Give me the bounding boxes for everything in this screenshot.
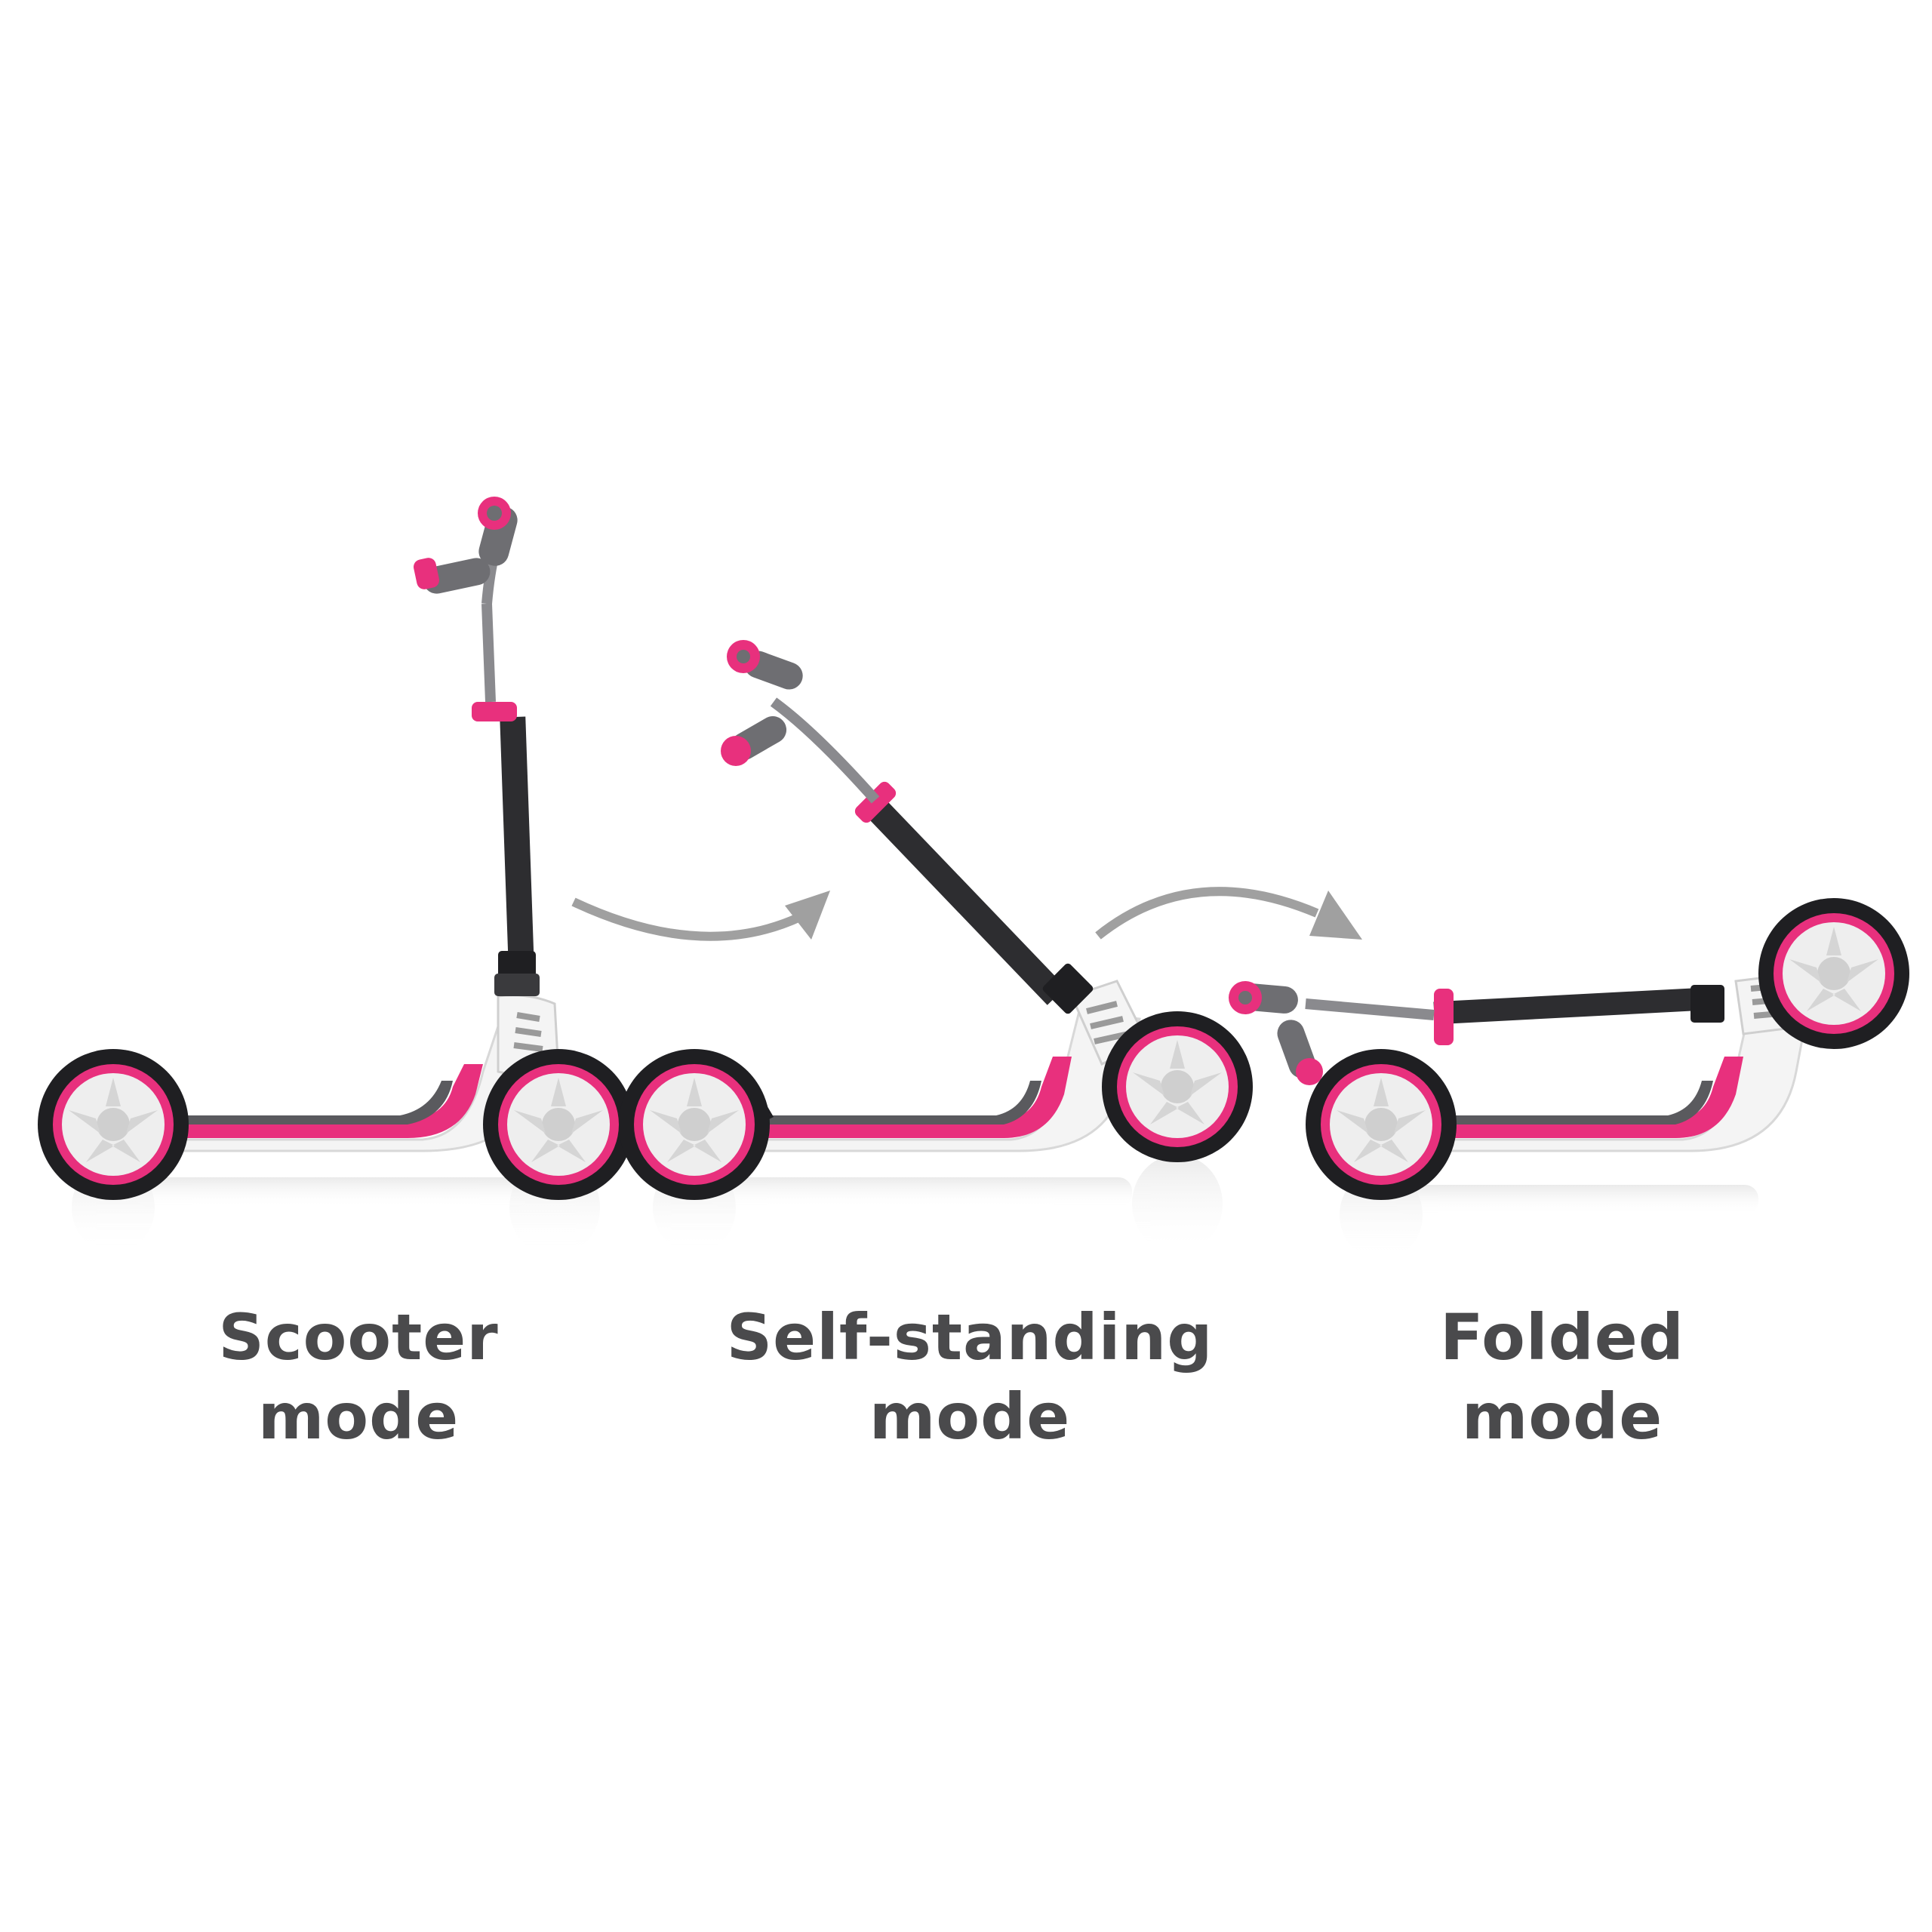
stem-lower xyxy=(869,802,1066,1005)
arrow-right-2 xyxy=(1095,887,1362,940)
caption-line-2: mode xyxy=(1461,1380,1663,1454)
grip-tape xyxy=(1411,1081,1713,1124)
caption-line-1: Scooter xyxy=(218,1300,499,1374)
caption-line-2: mode xyxy=(869,1380,1071,1454)
rear-wheel xyxy=(1306,1049,1457,1200)
caption-line-2: mode xyxy=(257,1380,460,1454)
grip-tape xyxy=(724,1081,1041,1124)
scooter-folded xyxy=(1229,898,1909,1260)
front-wheel xyxy=(1758,898,1909,1049)
front-wheel xyxy=(483,1049,634,1200)
caption-line-1: Folded xyxy=(1440,1300,1684,1374)
rear-wheel xyxy=(619,1049,770,1200)
caption-scooter-mode: Scooter mode xyxy=(72,1298,645,1457)
stem-clamp xyxy=(472,702,517,721)
arrow-right-1 xyxy=(571,891,830,941)
caption-folded-mode: Folded mode xyxy=(1275,1298,1849,1457)
caption-line-1: Self-standing xyxy=(726,1300,1214,1374)
grip-tape xyxy=(151,1081,453,1124)
handle-grip-left xyxy=(423,558,491,594)
stem-lower xyxy=(500,716,534,967)
scooter-upright xyxy=(38,497,634,1257)
front-wheel xyxy=(1102,1011,1253,1162)
stem-lower xyxy=(1433,987,1706,1025)
stem-clamp xyxy=(1434,989,1454,1045)
caption-self-standing-mode: Self-standing mode xyxy=(683,1298,1257,1457)
scooter-self-standing xyxy=(619,640,1253,1253)
rear-wheel xyxy=(38,1049,189,1200)
stem-clamp xyxy=(854,781,897,823)
